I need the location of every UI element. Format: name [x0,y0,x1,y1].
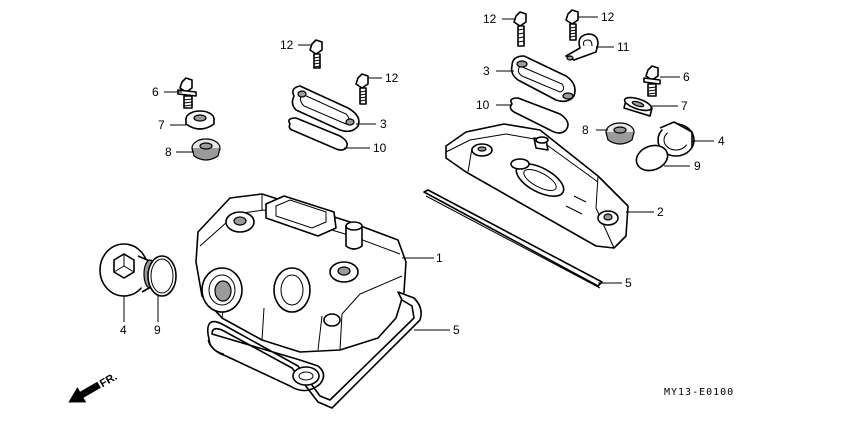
callout-9-left: 9 [154,323,161,337]
bolt-12-rear-right[interactable] [565,9,579,41]
callout-10-rear: 10 [476,98,490,112]
callout-labels: 1 2 3 3 4 4 5 5 6 6 7 7 8 8 9 9 10 10 11… [120,10,725,337]
callout-7-left: 7 [158,118,165,132]
oil-filler-cap-left[interactable] [99,243,157,297]
breather-plate-3-center[interactable] [291,85,360,133]
grommet-8-right[interactable] [605,122,635,145]
callout-8-left: 8 [165,145,172,159]
callout-6-left: 6 [152,85,159,99]
drawing-code: MY13-E0100 [664,387,734,398]
front-cover-gasket[interactable] [206,291,422,409]
callout-8-right: 8 [582,123,589,137]
bolt-6-left[interactable] [177,77,197,109]
bolt-12-rear-left[interactable] [513,11,527,47]
o-ring-right[interactable] [633,141,671,174]
callout-11: 11 [617,40,630,54]
o-ring-left[interactable] [147,255,177,297]
callout-10-center: 10 [373,141,387,155]
rear-head-cover[interactable] [445,123,629,249]
washer-7-left[interactable] [185,110,215,130]
callout-4-left: 4 [120,323,127,337]
callout-7-right: 7 [681,99,688,113]
callout-12-center-upper: 12 [280,38,294,52]
callout-1: 1 [436,251,443,265]
washer-7-right[interactable] [623,95,653,117]
callout-5-front: 5 [453,323,460,337]
callout-4-right: 4 [718,134,725,148]
callout-5-rear: 5 [625,276,632,290]
callout-3-center: 3 [380,117,387,131]
callout-6-right: 6 [683,70,690,84]
callout-12-center-lower: 12 [385,71,399,85]
plate-gasket-10-rear[interactable] [509,97,569,134]
cable-clamp-11[interactable] [565,33,599,61]
callout-2: 2 [657,205,664,219]
breather-plate-3-rear[interactable] [510,55,576,103]
callout-3-rear: 3 [483,64,490,78]
front-direction-arrow: FR. [68,371,119,403]
bolt-6-right[interactable] [643,65,661,97]
callout-12-rear-left: 12 [483,12,497,26]
arrow-left-icon [68,381,101,403]
front-head-cover[interactable] [195,193,407,353]
grommet-8-left[interactable] [191,138,221,161]
oil-filler-cap-right[interactable] [657,121,695,157]
leader-lines [123,16,714,331]
direction-label: FR. [98,371,119,390]
bolt-12-center-upper[interactable] [309,39,323,69]
rear-cover-gasket[interactable] [423,189,603,289]
bolt-12-center-lower[interactable] [355,73,369,105]
callout-12-rear-right: 12 [601,10,615,24]
callout-9-right: 9 [694,159,701,173]
